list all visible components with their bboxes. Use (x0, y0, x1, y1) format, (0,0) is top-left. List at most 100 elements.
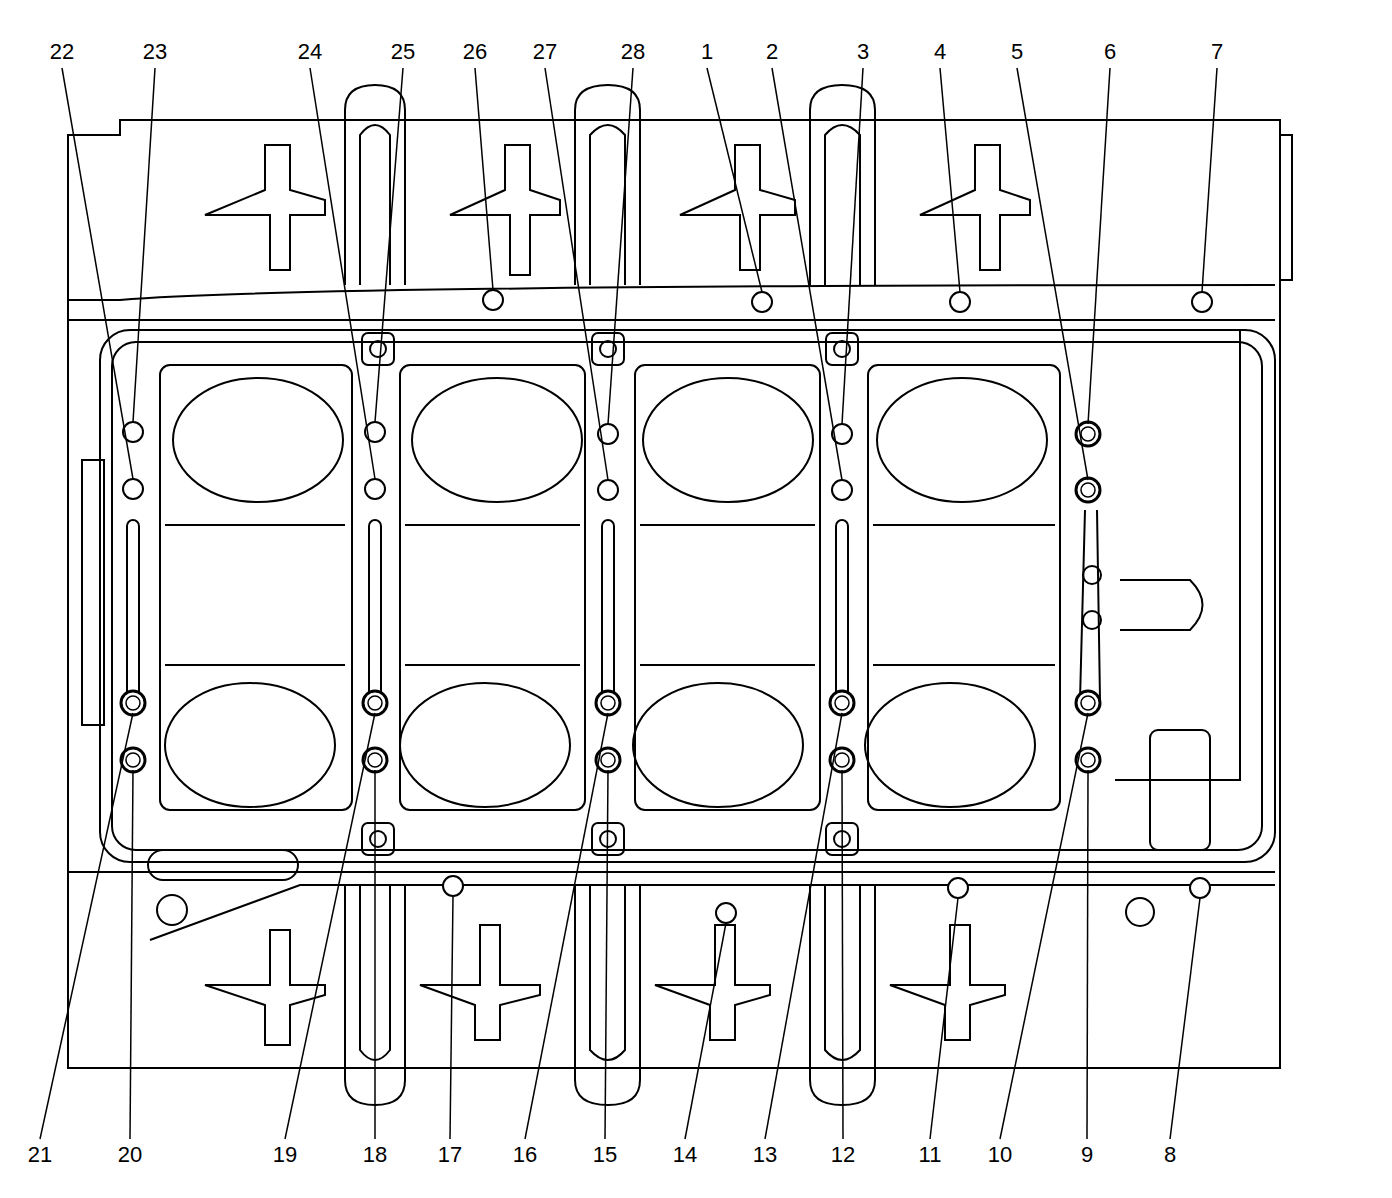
bolt-hole (1081, 696, 1095, 710)
web (920, 145, 1030, 270)
web (680, 145, 795, 270)
callout-number: 21 (28, 1144, 52, 1166)
sensor-boss (1150, 730, 1210, 850)
cylinder-panel (635, 365, 820, 810)
bolt-hole (443, 876, 463, 896)
callout-number: 13 (753, 1144, 777, 1166)
bolt-hole (1190, 878, 1210, 898)
bore (400, 683, 570, 807)
leader-line (62, 68, 133, 479)
bulkhead-slot (369, 520, 381, 700)
bolt-hole (948, 878, 968, 898)
bolt-hole (835, 753, 849, 767)
leader-line (40, 713, 133, 1139)
bolt-hole (950, 292, 970, 312)
bolt-hole (1076, 478, 1100, 502)
cylinder-panel (160, 365, 352, 810)
bolt-hole (598, 480, 618, 500)
bolt-hole (830, 691, 854, 715)
rail-line (68, 285, 1275, 300)
arch (810, 85, 875, 285)
cylinder-panel (400, 365, 585, 810)
bolt-hole (483, 290, 503, 310)
front-face (82, 460, 104, 725)
hole (157, 895, 187, 925)
callout-number: 12 (831, 1144, 855, 1166)
leader-line (133, 68, 155, 422)
callout-number: 20 (118, 1144, 142, 1166)
bore (865, 683, 1035, 807)
web (205, 145, 325, 270)
leader-line (685, 923, 726, 1139)
callout-number: 19 (273, 1144, 297, 1166)
leader-line (525, 713, 608, 1139)
callout-number: 14 (673, 1144, 697, 1166)
callout-number: 4 (934, 41, 946, 63)
bolt-hole (1081, 753, 1095, 767)
panel-line (165, 664, 1055, 666)
bolt-hole (1081, 427, 1095, 441)
callout-number: 17 (438, 1144, 462, 1166)
leader-line (450, 896, 453, 1139)
leader-line (930, 898, 958, 1139)
callout-number: 25 (391, 41, 415, 63)
bolt-hole (1192, 292, 1212, 312)
bore (877, 378, 1047, 502)
callout-number: 16 (513, 1144, 537, 1166)
leader-line (1170, 898, 1200, 1139)
leader-line (310, 68, 375, 479)
callout-number: 23 (143, 41, 167, 63)
bore (165, 683, 335, 807)
bolt-hole (368, 753, 382, 767)
callout-number: 26 (463, 41, 487, 63)
bolt-hole (832, 480, 852, 500)
web (655, 925, 770, 1040)
bolt-hole (1081, 483, 1095, 497)
bore (643, 378, 813, 502)
rail-line (150, 885, 1275, 940)
leader-line (1017, 68, 1088, 480)
callout-number: 24 (298, 41, 322, 63)
leader-line (772, 68, 842, 480)
boss (1120, 580, 1203, 630)
arch (360, 125, 390, 285)
leader-line (1000, 713, 1088, 1139)
callout-number: 15 (593, 1144, 617, 1166)
bolt-hole (601, 753, 615, 767)
slot (148, 850, 298, 880)
bolt-hole (716, 903, 736, 923)
bulkhead-slot (602, 520, 614, 700)
hole (1083, 566, 1101, 584)
leader-line (545, 68, 608, 480)
bore (633, 683, 803, 807)
leader-line (842, 68, 863, 424)
arch (345, 85, 405, 285)
callout-number: 5 (1011, 41, 1023, 63)
callout-number: 22 (50, 41, 74, 63)
callout-number: 6 (1104, 41, 1116, 63)
bolt-hole (752, 292, 772, 312)
bolt-hole (1076, 691, 1100, 715)
callout-number: 18 (363, 1144, 387, 1166)
leader-line (374, 770, 376, 1139)
bulkhead-slot (127, 520, 139, 700)
web (420, 925, 540, 1040)
bolt-hole (365, 479, 385, 499)
bolt-hole (126, 753, 140, 767)
leader-line (765, 713, 842, 1139)
block-flange (1280, 135, 1292, 280)
callout-number: 7 (1211, 41, 1223, 63)
bulkhead-slot (1080, 510, 1100, 700)
bolt-hole (363, 691, 387, 715)
callout-number: 11 (919, 1144, 942, 1166)
bolt-hole (835, 696, 849, 710)
bolt-hole (126, 696, 140, 710)
cylinder-panel (868, 365, 1060, 810)
leader-line (475, 68, 493, 290)
panel-line (165, 524, 1055, 526)
leader-line (605, 770, 608, 1139)
callout-number: 3 (857, 41, 869, 63)
callout-number: 8 (1164, 1144, 1176, 1166)
